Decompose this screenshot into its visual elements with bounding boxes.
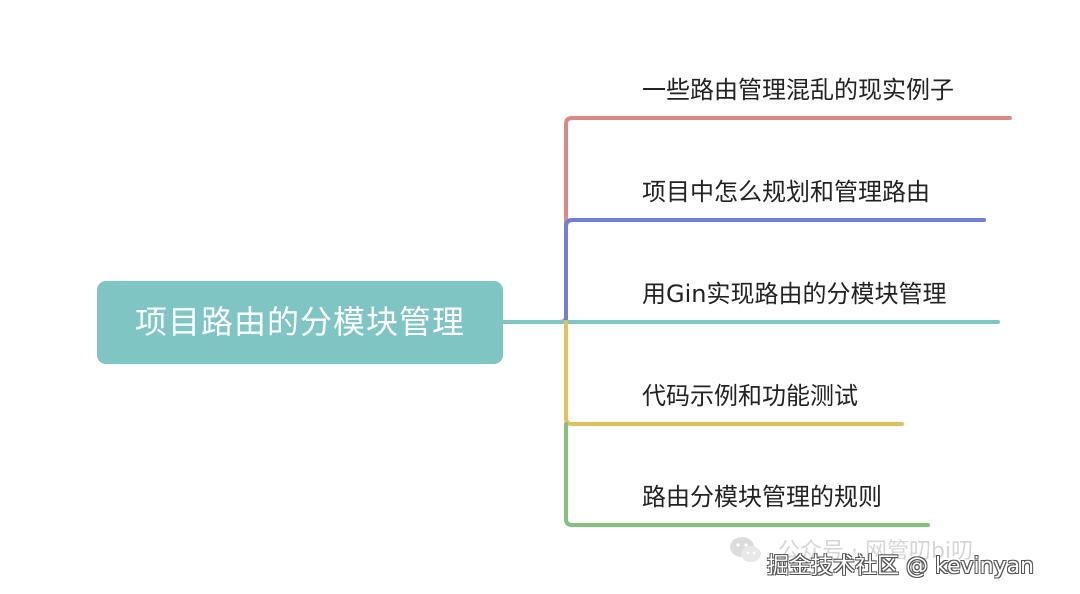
trunk-segment-1 [501,218,568,324]
trunk-segment-6 [564,422,930,527]
trunk-segment-3 [564,218,986,324]
wechat-icon [730,537,761,562]
branch-topic-3[interactable]: 用Gin实现路由的分模块管理 [642,280,947,308]
branch-topic-2[interactable]: 项目中怎么规划和管理路由 [642,178,930,206]
trunk-segment-2 [564,116,1012,222]
watermark-faint: 公众号 · 网管叨bi叨 [778,539,974,564]
trunk-segment-5 [564,320,904,426]
branch-topic-4[interactable]: 代码示例和功能测试 [642,382,858,410]
branch-topic-1[interactable]: 一些路由管理混乱的现实例子 [642,76,954,104]
branch-topic-5[interactable]: 路由分模块管理的规则 [642,483,882,511]
watermark-main: 掘金技术社区 @ kevinyan [767,554,1034,579]
root-topic[interactable]: 项目路由的分模块管理 [97,281,503,364]
